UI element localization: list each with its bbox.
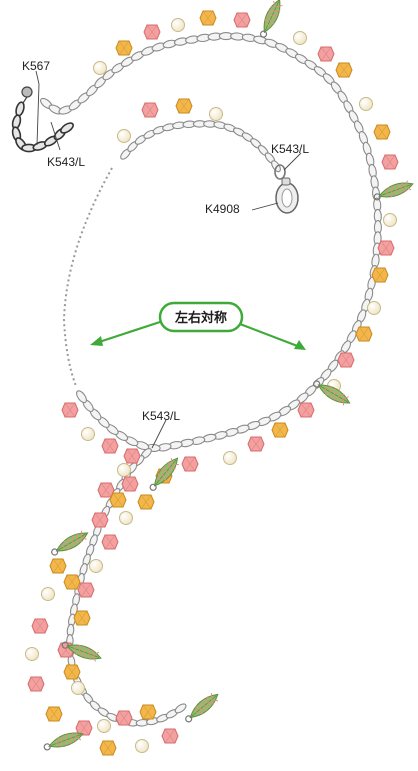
chain-group (40, 32, 382, 727)
pearl-bead (41, 587, 55, 601)
amber-crystal-bead (73, 610, 91, 626)
leader-lines (35, 70, 302, 449)
chain-link (76, 390, 87, 404)
pink-crystal-bead (161, 728, 179, 744)
pink-crystal-bead (91, 512, 109, 528)
pearl-bead (293, 31, 307, 45)
pearl-bead (209, 107, 223, 121)
amber-crystal-bead (371, 267, 389, 283)
amber-crystal-bead (335, 62, 353, 78)
pink-crystal-bead (337, 352, 355, 368)
pearl-bead (25, 647, 39, 661)
leaf-charm (259, 0, 283, 38)
pearl-bead (359, 97, 373, 111)
pearl-bead (89, 559, 103, 573)
leaf-charm (149, 457, 179, 491)
pink-crystal-bead (77, 582, 95, 598)
leaf-charm (185, 693, 219, 723)
arrow-left-icon (90, 336, 103, 346)
pearl-bead (119, 511, 133, 525)
amber-crystal-bead (99, 740, 117, 756)
pearl-bead (117, 129, 131, 143)
pink-crystal-bead (317, 46, 335, 62)
pink-crystal-bead (181, 456, 199, 472)
amber-crystal-bead (139, 704, 157, 720)
pink-crystal-bead (123, 448, 141, 464)
lobster-clasp-icon (274, 164, 299, 214)
pink-crystal-bead (141, 102, 159, 118)
amber-crystal-bead (45, 706, 63, 722)
leaf-charm (373, 180, 414, 201)
pearl-bead (117, 463, 131, 477)
label-k567: K567 (22, 59, 50, 73)
amber-crystal-bead (175, 98, 193, 114)
dotted-guide (62, 167, 113, 387)
pink-crystal-bead (247, 436, 265, 452)
pink-crystal-bead (381, 154, 399, 170)
dotted-path (62, 167, 113, 387)
pearl-bead (93, 61, 107, 75)
amber-crystal-bead (63, 574, 81, 590)
pink-crystal-bead (121, 476, 139, 492)
amber-crystal-bead (199, 10, 217, 26)
chain-link (271, 160, 281, 173)
pink-crystal-bead (75, 720, 93, 736)
extender-pin (22, 96, 28, 104)
arrow-right-icon (294, 340, 306, 350)
pink-crystal-bead (31, 618, 49, 634)
label-k543-top: K543/L (47, 155, 85, 169)
pink-crystal-bead (115, 710, 133, 726)
pearl-bead (223, 451, 237, 465)
pearl-bead (81, 427, 95, 441)
pink-crystal-bead (297, 402, 315, 418)
amber-crystal-bead (373, 124, 391, 140)
amber-crystal-bead (109, 492, 127, 508)
pearl-bead (383, 213, 397, 227)
chain-extender-icon (11, 86, 74, 153)
amber-crystal-bead (49, 558, 67, 574)
pink-crystal-bead (233, 12, 251, 28)
pink-crystal-bead (101, 438, 119, 454)
label-k543-right: K543/L (271, 142, 309, 156)
amber-crystal-bead (355, 326, 373, 342)
pearl-bead (97, 719, 111, 733)
leaf-charm (61, 641, 102, 662)
extender-link (15, 101, 25, 117)
symmetry-badge-text: 左右対称 (175, 310, 227, 326)
pink-crystal-bead (97, 482, 115, 498)
label-k543-bottom: K543/L (142, 409, 180, 423)
pearl-bead (367, 301, 381, 315)
pink-crystal-bead (377, 240, 395, 256)
amber-crystal-bead (137, 494, 155, 510)
amber-crystal-bead (271, 422, 289, 438)
amber-crystal-bead (63, 664, 81, 680)
pink-crystal-bead (101, 534, 119, 550)
symmetry-badge (158, 301, 244, 333)
pearl-bead (171, 18, 185, 32)
extender-drop (21, 86, 33, 98)
amber-crystal-bead (115, 40, 133, 56)
pink-crystal-bead (61, 402, 79, 418)
leaf-charm (51, 530, 89, 556)
pink-crystal-bead (143, 24, 161, 40)
chain-link (174, 703, 187, 714)
symmetry-annotation: 左右対称 (90, 301, 306, 350)
pink-crystal-bead (27, 676, 45, 692)
pearl-bead (135, 739, 149, 753)
bead-group (25, 0, 414, 756)
pearl-bead (71, 681, 85, 695)
extender-link (60, 122, 74, 134)
label-k4908: K4908 (205, 202, 240, 216)
leaf-charm (313, 380, 351, 406)
leaf-charm (43, 730, 84, 751)
